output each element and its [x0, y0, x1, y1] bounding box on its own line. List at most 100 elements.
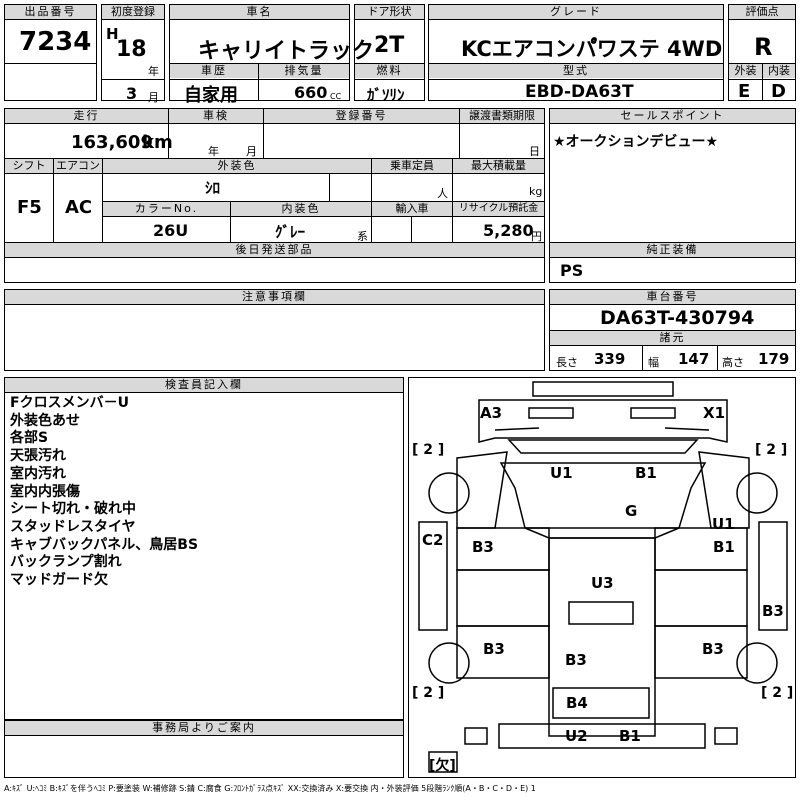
label-u1-right: U1 — [712, 515, 735, 533]
cc-unit: CC — [330, 92, 342, 101]
label-b3-rear-right: B3 — [702, 640, 724, 658]
door-type: 2T — [374, 33, 405, 58]
displacement-header: 排気量 — [259, 64, 349, 78]
transfer-day-unit: 日 — [529, 145, 540, 158]
inspector-note: マッドガード欠 — [10, 572, 108, 589]
legend: A:ｷｽﾞ U:ﾍｺﾐ B:ｷｽﾞを伴うﾍｺﾐ P:要塗装 W:補修跡 S:錆 … — [4, 784, 536, 793]
shift: F5 — [17, 197, 42, 218]
label-b1-right: B1 — [713, 538, 735, 556]
label-b4: B4 — [566, 694, 588, 712]
int-score: D — [771, 81, 786, 102]
fuel-header: 燃料 — [355, 64, 424, 78]
label-b3-center: B3 — [565, 651, 587, 669]
plate-header: 登録番号 — [264, 109, 459, 123]
chassis-number: DA63T-430794 — [600, 307, 755, 329]
score-header: 評価点 — [729, 5, 795, 19]
label-x1: X1 — [703, 404, 726, 422]
tire-rear-right: [ 2 ] — [761, 685, 794, 701]
notes-box: 注意事項欄 — [4, 289, 545, 371]
dims-header: 諸元 — [550, 331, 795, 345]
tire-rear-left: [ 2 ] — [412, 685, 445, 701]
inspector-note: シート切れ・破れ中 — [10, 501, 136, 518]
shift-header: シフト — [5, 159, 53, 173]
label-u3: U3 — [591, 574, 614, 592]
label-b1-top: B1 — [635, 464, 657, 482]
year-unit: 年 — [148, 65, 159, 78]
insp-month-unit: 月 — [246, 145, 257, 158]
grade-box: グレード KCエアコンパ゚ワステ 4WD 型式 EBD-DA63T — [428, 4, 724, 102]
grade: KCエアコンパ゚ワステ 4WD — [461, 37, 723, 61]
equipment-header: 純正装備 — [550, 243, 795, 257]
inspector-note: 室内汚れ — [10, 465, 66, 482]
tire-front-right: [ 2 ] — [755, 442, 788, 458]
label-b3-rear-left: B3 — [483, 640, 505, 658]
model: EBD-DA63T — [525, 82, 634, 102]
inspector-note: キャブバックパネル、鳥居BS — [10, 536, 199, 553]
history-header: 車歴 — [170, 64, 258, 78]
label-u2: U2 — [565, 727, 588, 745]
label-g: G — [625, 502, 638, 520]
notes-header: 注意事項欄 — [5, 290, 544, 304]
interior-color: ｸﾞﾚｰ — [275, 223, 306, 241]
recycle-fee: 5,280 — [483, 221, 534, 240]
length: 339 — [594, 350, 626, 368]
ac-header: エアコン — [54, 159, 102, 173]
import-header: 輸入車 — [372, 202, 452, 216]
lot-number: 7234 — [19, 27, 92, 57]
exterior-color: ｼﾛ — [205, 179, 221, 197]
length-label: 長さ — [556, 356, 578, 369]
color-header: 外装色 — [103, 159, 371, 173]
spare-tire: [欠] — [429, 758, 456, 774]
equipment-text: PS — [560, 261, 584, 280]
label-b3-right: B3 — [762, 602, 784, 620]
sales-header: セールスポイント — [550, 109, 795, 123]
chassis-box: 車台番号 DA63T-430794 諸元 長さ 339 幅 147 高さ 179 — [549, 289, 796, 371]
registration-box: 初度登録 H 18 年 3 月 — [101, 4, 165, 104]
recycle-header: リサイクル預託金 — [453, 202, 544, 216]
transfer-header: 譲渡書類期限 — [460, 109, 544, 123]
office-box: 事務局よりご案内 — [4, 720, 404, 778]
sales-text: ★オークションデビュー★ — [553, 134, 719, 150]
reg-month: 3 — [126, 84, 138, 103]
damage-diagram: A3 X1 U1 B1 G U1 B1 C2 B3 U3 B3 B3 B3 B3… — [408, 377, 796, 778]
car-name: キャリイトラック — [198, 39, 375, 64]
label-a3: A3 — [480, 404, 503, 422]
inspector-note: 各部S — [10, 430, 49, 447]
height: 179 — [758, 350, 790, 368]
width: 147 — [678, 350, 710, 368]
inspector-note: バックランプ割れ — [10, 554, 122, 571]
ac: AC — [65, 197, 93, 218]
sales-box: セールスポイント ★オークションデビュー★ 純正装備 PS — [549, 108, 796, 283]
name-header: 車名 — [170, 5, 349, 19]
ext-header: 外装 — [729, 64, 762, 78]
insp-year-unit: 年 — [208, 145, 219, 158]
color-number: 26U — [153, 221, 189, 240]
inspector-note: スタッドレスタイヤ — [10, 518, 136, 535]
later-parts-header: 後日発送部品 — [5, 243, 544, 257]
truck-outline — [418, 381, 788, 773]
chassis-header: 車台番号 — [550, 290, 795, 304]
inspector-notes: Fクロスメンバ－U 外装色あせ 各部S 天張汚れ 室内汚れ 室内内張傷 シート切… — [10, 395, 198, 590]
era: H — [106, 25, 119, 43]
vehicle-details: 走行 車検 登録番号 譲渡書類期限 163,609 km 年 月 日 シフト エ… — [4, 108, 545, 283]
label-b1-bottom: B1 — [619, 727, 641, 745]
inspector-note: 天張汚れ — [10, 448, 66, 465]
label-c2: C2 — [422, 531, 444, 549]
load-header: 最大積載量 — [453, 159, 544, 173]
lot-box: 出品番号 7234 — [4, 4, 97, 101]
inspector-note: 室内内張傷 — [10, 483, 80, 500]
intcolor-header: 内装色 — [231, 202, 371, 216]
score: R — [754, 33, 773, 61]
km-unit: km — [142, 132, 173, 153]
tire-front-left: [ 2 ] — [412, 442, 445, 458]
inspector-box: 検査員記入欄 Fクロスメンバ－U 外装色あせ 各部S 天張汚れ 室内汚れ 室内内… — [4, 377, 404, 720]
int-header: 内装 — [763, 64, 795, 78]
office-header: 事務局よりご案内 — [5, 721, 403, 735]
capacity-unit: 人 — [437, 187, 448, 200]
reg-header: 初度登録 — [102, 5, 164, 19]
door-box: ドア形状 2T 燃料 ｶﾞｿﾘﾝ — [354, 4, 425, 104]
width-label: 幅 — [648, 356, 659, 369]
score-box: 評価点 R 外装 内装 E D — [728, 4, 796, 102]
capacity-header: 乗車定員 — [372, 159, 452, 173]
inspector-note: 外装色あせ — [10, 412, 80, 429]
